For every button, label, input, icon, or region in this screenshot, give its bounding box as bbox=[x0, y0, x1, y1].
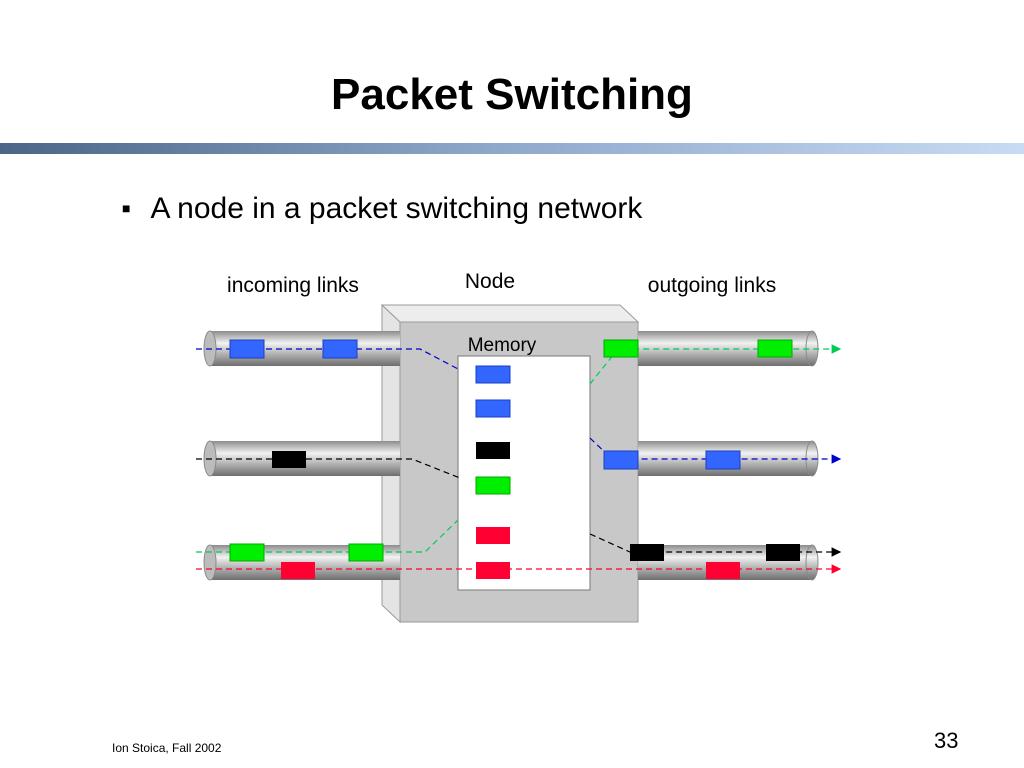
packet-green bbox=[757, 339, 793, 358]
packet-blue bbox=[229, 339, 265, 359]
memory-packet-red bbox=[476, 562, 510, 579]
packet-blue bbox=[705, 450, 741, 470]
incoming-links-label: incoming links bbox=[227, 274, 359, 297]
footer-author: Ion Stoica, Fall 2002 bbox=[112, 741, 222, 755]
packet-black bbox=[630, 544, 664, 561]
node-label: Node bbox=[465, 270, 515, 293]
packet-red bbox=[706, 562, 740, 579]
packet-black bbox=[766, 544, 800, 561]
flow-black-in bbox=[196, 458, 461, 479]
packet-black bbox=[272, 451, 306, 468]
packet-green bbox=[348, 543, 384, 562]
memory-box bbox=[457, 355, 591, 591]
memory-packet-green bbox=[475, 476, 511, 495]
memory-packet-black bbox=[476, 442, 510, 459]
memory-packet-red bbox=[476, 527, 510, 544]
memory-label: Memory bbox=[468, 335, 537, 356]
memory-packet-blue bbox=[475, 365, 511, 384]
flow-blue-in bbox=[196, 348, 461, 371]
square-bullet-icon: ■ bbox=[122, 200, 131, 216]
packet-green bbox=[603, 339, 639, 358]
packet-blue bbox=[322, 339, 358, 359]
title-underline-bar bbox=[0, 143, 1024, 154]
packet-red bbox=[281, 562, 315, 579]
memory-packet-blue bbox=[475, 399, 511, 418]
packet-blue bbox=[603, 450, 639, 470]
packet-green bbox=[229, 543, 265, 562]
bullet-item: ■ A node in a packet switching network bbox=[122, 192, 642, 226]
bullet-text: A node in a packet switching network bbox=[150, 192, 643, 225]
outgoing-links-label: outgoing links bbox=[648, 274, 776, 297]
page-number: 33 bbox=[934, 728, 959, 753]
slide-title: Packet Switching bbox=[331, 70, 693, 119]
